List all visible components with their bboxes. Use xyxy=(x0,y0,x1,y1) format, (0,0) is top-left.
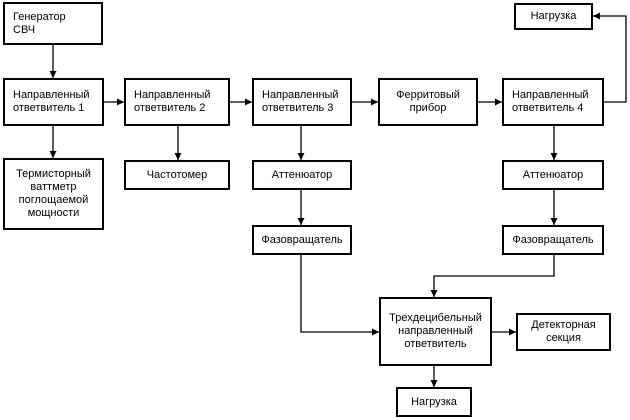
arrow-phase-shifter1-to-3db-coupler xyxy=(300,255,379,336)
block-frequency-meter: Частотомер xyxy=(124,160,230,190)
block-phase-shifter2: Фазовращатель xyxy=(502,225,604,255)
block-3db-coupler: Трехдецибельный направленный ответвитель xyxy=(379,297,492,366)
block-wattmeter-label: Термисторный ваттметр поглощаемой мощнос… xyxy=(16,168,91,219)
block-coupler1: Направленный ответвитель 1 xyxy=(3,78,104,126)
block-load-bottom-label: Нагрузка xyxy=(411,395,457,408)
block-phase-shifter2-label: Фазовращатель xyxy=(512,233,594,246)
block-coupler3: Направленный ответвитель 3 xyxy=(252,78,352,126)
block-load-bottom: Нагрузка xyxy=(396,387,472,417)
block-load-top: Нагрузка xyxy=(514,3,593,30)
block-coupler4-label: Направленный ответвитель 4 xyxy=(512,89,589,114)
block-phase-shifter1: Фазовращатель xyxy=(252,225,352,255)
block-attenuator2-label: Аттенюатор xyxy=(522,168,584,181)
block-coupler3-label: Направленный ответвитель 3 xyxy=(262,89,339,114)
block-coupler2-label: Направленный ответвитель 2 xyxy=(134,89,211,114)
block-frequency-meter-label: Частотомер xyxy=(146,168,208,181)
block-attenuator1: Аттенюатор xyxy=(252,160,352,190)
block-coupler2: Направленный ответвитель 2 xyxy=(124,78,230,126)
block-load-top-label: Нагрузка xyxy=(530,10,577,22)
block-detector-section-label: Детекторная секция xyxy=(531,319,596,344)
block-wattmeter: Термисторный ваттметр поглощаемой мощнос… xyxy=(3,158,104,230)
block-attenuator1-label: Аттенюатор xyxy=(271,168,333,181)
block-coupler4: Направленный ответвитель 4 xyxy=(502,78,604,126)
arrow-phase-shifter2-to-3db-coupler xyxy=(430,255,555,297)
block-detector-section: Детекторная секция xyxy=(516,313,611,351)
block-phase-shifter1-label: Фазовращатель xyxy=(261,233,343,246)
block-coupler1-label: Направленный ответвитель 1 xyxy=(13,89,90,114)
block-ferrite-device-label: Ферритовый прибор xyxy=(396,89,460,114)
arrow-coupler4-to-load-top xyxy=(593,12,627,103)
block-generator: Генератор СВЧ xyxy=(3,2,103,45)
block-attenuator2: Аттенюатор xyxy=(502,160,604,190)
block-ferrite-device: Ферритовый прибор xyxy=(378,78,478,126)
block-generator-label: Генератор СВЧ xyxy=(13,10,66,36)
block-3db-coupler-label: Трехдецибельный направленный ответвитель xyxy=(389,312,482,350)
